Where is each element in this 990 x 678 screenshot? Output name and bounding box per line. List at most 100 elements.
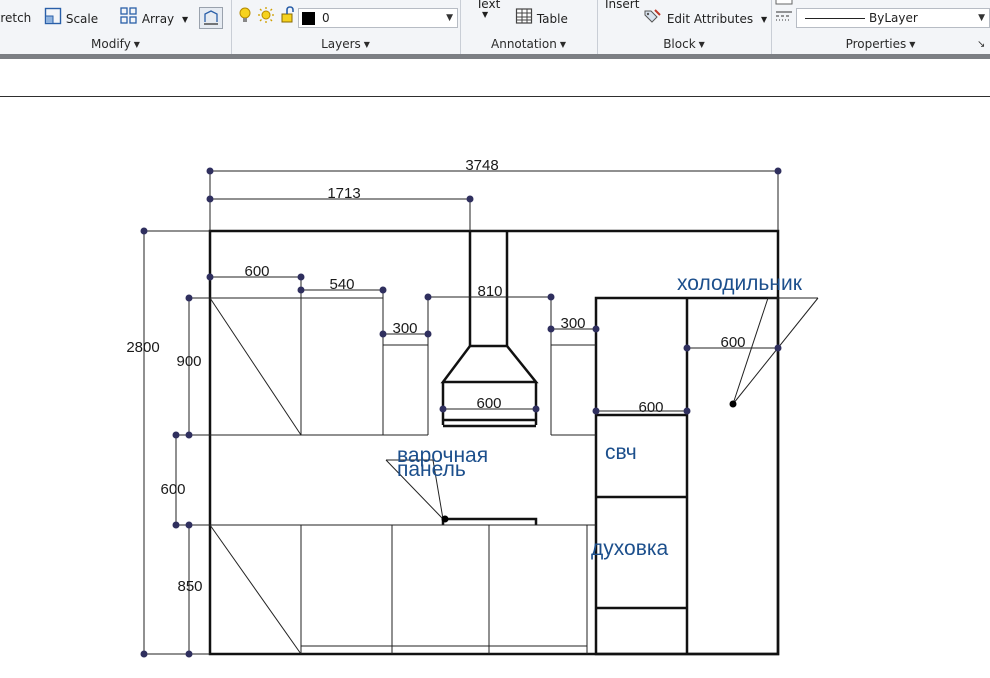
block-title-label: Block <box>663 37 696 51</box>
dim-text-900: 900 <box>176 353 201 370</box>
cabinet-lines <box>209 297 596 655</box>
grip-point[interactable] <box>683 344 691 352</box>
unlock-icon[interactable] <box>279 6 297 31</box>
scale-icon <box>44 7 62 32</box>
grip-point[interactable] <box>774 167 782 175</box>
label-cooktop-1: варочная <box>397 444 488 467</box>
table-icon <box>515 7 533 32</box>
grip-point[interactable] <box>547 325 555 333</box>
linetype-value: ByLayer <box>869 11 918 25</box>
offset-icon <box>202 8 220 33</box>
chevron-down-icon: ▼ <box>698 40 705 49</box>
match-properties-icon[interactable] <box>775 0 793 14</box>
array-dropdown-icon[interactable]: ▼ <box>181 15 189 24</box>
grip-point[interactable] <box>297 286 305 294</box>
grip-point[interactable] <box>439 405 447 413</box>
text-label: Text <box>476 0 501 11</box>
dim-text-2800: 2800 <box>126 339 159 356</box>
modify-panel-title[interactable]: Modify▼ <box>0 35 231 54</box>
drawing-canvas[interactable] <box>0 59 990 678</box>
grip-point[interactable] <box>185 521 193 529</box>
grip-point[interactable] <box>140 650 148 658</box>
grip-point[interactable] <box>547 293 555 301</box>
insert-button[interactable]: Insert <box>605 0 639 15</box>
text-dropdown-icon[interactable]: ▼ <box>482 10 489 19</box>
layer-value: 0 <box>322 11 330 25</box>
dropdown-arrow-icon[interactable]: ▼ <box>978 13 985 23</box>
linetype-icon[interactable] <box>775 8 793 30</box>
grip-point[interactable] <box>206 167 214 175</box>
linetype-preview <box>805 18 865 19</box>
array-label: Array <box>141 12 175 26</box>
dim-text-3748: 3748 <box>465 157 498 174</box>
properties-panel-title[interactable]: Properties▼ <box>771 35 990 54</box>
chevron-down-icon: ▼ <box>909 40 916 49</box>
grip-point[interactable] <box>185 294 193 302</box>
layer-color-swatch <box>302 12 315 25</box>
panel-launcher-icon[interactable]: ↘ <box>977 39 986 50</box>
grip-point[interactable] <box>592 407 600 415</box>
leader-cooktop-2 <box>385 459 444 520</box>
grip-point[interactable] <box>297 273 305 281</box>
grip-point[interactable] <box>424 293 432 301</box>
upper-cab-diagonal <box>209 297 302 436</box>
block-panel-title[interactable]: Block▼ <box>597 35 771 54</box>
base-cab-diagonal <box>209 524 302 655</box>
grip-point[interactable] <box>774 344 782 352</box>
edit-attributes-icon <box>643 7 663 32</box>
grip-point[interactable] <box>424 330 432 338</box>
properties-title-label: Properties <box>845 37 907 51</box>
scale-label: Scale <box>65 12 99 26</box>
block-panel: Insert Edit Attributes ▼ Block▼ <box>597 0 772 54</box>
insert-label: Insert <box>605 0 640 11</box>
grip-point[interactable] <box>185 650 193 658</box>
layers-panel-title[interactable]: Layers▼ <box>231 35 460 54</box>
modify-extra-button[interactable] <box>199 7 223 29</box>
lightbulb-icon[interactable] <box>237 6 253 31</box>
grip-point[interactable] <box>172 521 180 529</box>
grip-point[interactable] <box>172 431 180 439</box>
sun-icon[interactable] <box>257 6 275 31</box>
label-oven: духовка <box>591 537 669 560</box>
leader-lines <box>385 297 819 520</box>
table-button[interactable]: Table <box>515 7 568 29</box>
grip-point[interactable] <box>532 405 540 413</box>
layer-state-icons[interactable] <box>237 6 297 28</box>
dim-text-810: 810 <box>477 283 502 300</box>
grip-point[interactable] <box>206 195 214 203</box>
annotation-panel: Text ▼ Table Annotation▼ <box>460 0 598 54</box>
layer-dropdown[interactable]: 0 ▼ <box>298 8 458 28</box>
edit-attributes-button[interactable]: Edit Attributes ▼ <box>643 7 767 29</box>
grip-point[interactable] <box>592 325 600 333</box>
grip-point[interactable] <box>379 330 387 338</box>
grip-point[interactable] <box>185 431 193 439</box>
edit-attributes-dropdown-icon[interactable]: ▼ <box>760 15 768 24</box>
annotation-panel-title[interactable]: Annotation▼ <box>460 35 597 54</box>
modify-panel: Stretch Scale Array ▼ Modify▼ <box>0 0 232 54</box>
dim-text-600-tall: 600 <box>638 399 663 416</box>
leader-arrow-dot <box>729 400 737 408</box>
grip-point[interactable] <box>140 227 148 235</box>
dim-text-540: 540 <box>329 276 354 293</box>
dim-text-1713: 1713 <box>327 185 360 202</box>
scale-button[interactable]: Scale <box>44 7 98 29</box>
array-button[interactable]: Array ▼ <box>120 7 188 29</box>
dimension-texts: 3748 1713 2800 600 540 300 810 300 600 6… <box>126 157 745 595</box>
leader-cooktop <box>386 459 444 520</box>
dimension-lines <box>143 170 779 655</box>
edit-attributes-label: Edit Attributes <box>666 12 754 26</box>
stretch-button[interactable]: Stretch <box>0 7 31 29</box>
grip-point[interactable] <box>379 286 387 294</box>
text-button[interactable]: Text <box>476 0 500 15</box>
dim-text-300-b: 300 <box>560 315 585 332</box>
grip-point[interactable] <box>466 195 474 203</box>
grip-point[interactable] <box>206 273 214 281</box>
linetype-dropdown[interactable]: ByLayer ▼ <box>796 8 990 28</box>
cooktop <box>441 517 538 525</box>
dropdown-arrow-icon[interactable]: ▼ <box>446 13 453 23</box>
grips[interactable] <box>140 167 782 658</box>
outline-thick <box>208 229 780 656</box>
table-label: Table <box>536 12 568 26</box>
grip-point[interactable] <box>683 407 691 415</box>
